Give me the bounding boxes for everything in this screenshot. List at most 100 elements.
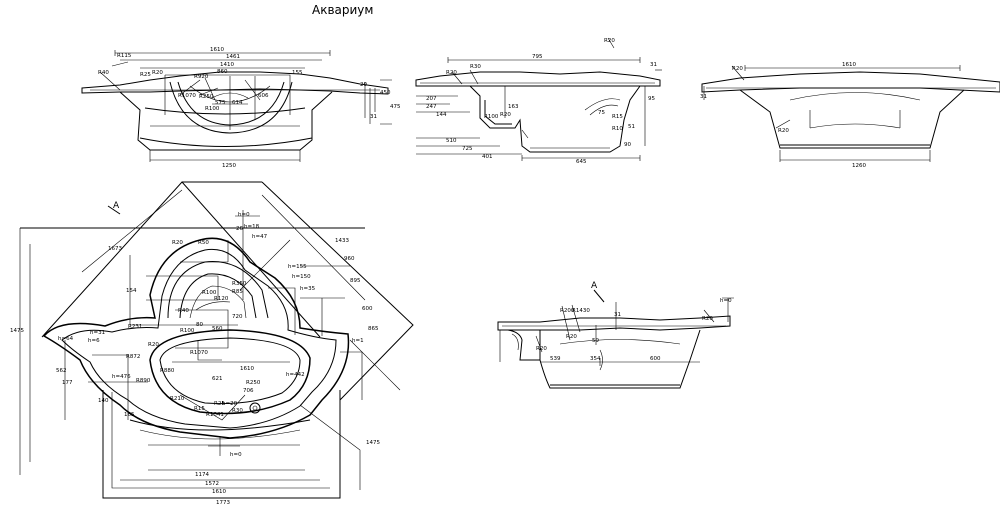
dim-label: h=155 <box>288 264 307 270</box>
dim-label: R350 <box>232 281 247 287</box>
dim-label: h=150 <box>292 274 311 280</box>
dim-label: R15 <box>612 114 623 120</box>
dim-label: h=31 <box>90 330 105 336</box>
dim-label: 1673 <box>108 246 122 252</box>
dim-label: 562 <box>56 368 67 374</box>
dim-label: h=18 <box>244 224 260 230</box>
dim-label: R20 <box>446 70 457 76</box>
dim-label: R1070 <box>178 93 196 99</box>
dim-label: R30 <box>232 408 243 414</box>
dim-label: h=35 <box>300 286 316 292</box>
dim-label: R25 <box>140 72 151 78</box>
dim-label: h=442 <box>286 372 305 378</box>
dim-label: R85 <box>232 289 243 295</box>
dim-label: R100 <box>484 114 499 120</box>
dim-label: R50 <box>198 240 209 246</box>
dim-label: 1250 <box>222 163 236 169</box>
dim-label: h=476 <box>112 374 131 380</box>
dim-label: 606 <box>258 93 269 99</box>
dim-label: R920 <box>194 74 209 80</box>
dim-label: R231 <box>128 324 142 330</box>
dim-label: 1461 <box>226 54 240 60</box>
dim-label: 95 <box>648 96 655 102</box>
dim-label: 725 <box>462 146 473 152</box>
dim-label: 1260 <box>852 163 866 169</box>
dim-label: R15 <box>194 406 205 412</box>
dim-label: 575 <box>215 100 226 106</box>
dim-label: R100 <box>205 106 220 112</box>
dim-label: 645 <box>576 159 587 165</box>
dim-label: R20 <box>148 342 159 348</box>
dim-label: h=1 <box>352 338 364 344</box>
section-a-view: A h=0 R20 R200 R1430 R20 59 R20 539 354 … <box>497 281 734 389</box>
dim-label: 140 <box>98 398 109 404</box>
dim-label: 31 <box>370 114 377 120</box>
dim-label: 795 <box>532 54 543 60</box>
dim-label: h=0 <box>238 212 250 218</box>
dim-label: 31 <box>650 62 657 68</box>
dim-label: 354 <box>590 356 601 362</box>
dim-label: h=20 <box>222 401 238 407</box>
dim-label: R40 <box>178 308 189 314</box>
dim-label: 1572 <box>205 481 219 487</box>
dim-label: R120 <box>214 296 229 302</box>
dim-label: R20 <box>732 66 743 72</box>
dim-label: h=47 <box>252 234 268 240</box>
right-view: 1610 R20 R20 1260 31 <box>700 62 1000 169</box>
dim-label: 865 <box>368 326 379 332</box>
dim-label: 90 <box>624 142 631 148</box>
dim-label: 450 <box>380 90 391 96</box>
dim-label: 614 <box>232 100 243 106</box>
dim-label: 1475 <box>10 328 24 334</box>
dim-label: 59 <box>592 338 599 344</box>
dim-label: 165 <box>124 412 135 418</box>
dim-label: 163 <box>508 104 519 110</box>
dim-label: R115 <box>117 53 132 59</box>
dim-label: 600 <box>362 306 373 312</box>
dim-label: 475 <box>390 104 401 110</box>
dim-label: 1475 <box>366 440 380 446</box>
dim-label: 26 <box>236 226 243 232</box>
dim-label: R20 <box>604 38 615 44</box>
dim-label: 600 <box>650 356 661 362</box>
dim-label: 177 <box>62 380 73 386</box>
dim-label: R890 <box>136 378 151 384</box>
dim-label: R20 <box>152 70 163 76</box>
dim-label: R250 <box>246 380 261 386</box>
dim-label: 1610 <box>210 47 224 53</box>
dim-label: R250 <box>199 94 214 100</box>
dim-label: R10 <box>612 126 623 132</box>
side-view: 795 R20 R30 207 247 144 R100 R20 510 725… <box>415 37 662 165</box>
dim-label: 31 <box>700 94 707 100</box>
dim-label: 720 <box>232 314 243 320</box>
dim-label: R20 <box>778 128 789 134</box>
dim-label: R1041 <box>206 412 224 418</box>
front-view: 1610 1461 1410 860 R920 R115 R40 R25 R20… <box>81 47 401 169</box>
dim-label: R40 <box>98 70 109 76</box>
dim-label: R1430 <box>572 308 590 314</box>
dim-label: R25 <box>214 401 225 407</box>
dim-label: 510 <box>446 138 457 144</box>
dim-label: R1070 <box>190 350 208 356</box>
dim-label: 560 <box>212 326 223 332</box>
dim-label: 1410 <box>220 62 234 68</box>
dim-label: 51 <box>628 124 635 130</box>
dim-label: 1610 <box>212 489 226 495</box>
dim-label: 80 <box>196 322 203 328</box>
dim-label: h=0 <box>230 452 242 458</box>
dim-label: 207 <box>426 96 437 102</box>
dim-label: R210 <box>170 396 185 402</box>
dim-label: 247 <box>426 104 437 110</box>
dim-label: 1610 <box>240 366 254 372</box>
dim-label: 1174 <box>195 472 209 478</box>
dim-label: 20 <box>360 82 367 88</box>
dim-label: h=6 <box>88 338 100 344</box>
plan-view: A h=0 h=18 h=47 h=155 h=150 h=35 h=64 h=… <box>10 181 414 506</box>
dim-label: 31 <box>614 312 621 318</box>
dim-label: 75 <box>598 110 605 116</box>
dim-label: R20 <box>536 346 547 352</box>
dim-label: 960 <box>344 256 355 262</box>
dim-label: h=64 <box>58 336 74 342</box>
dim-label: h=0 <box>720 298 732 304</box>
